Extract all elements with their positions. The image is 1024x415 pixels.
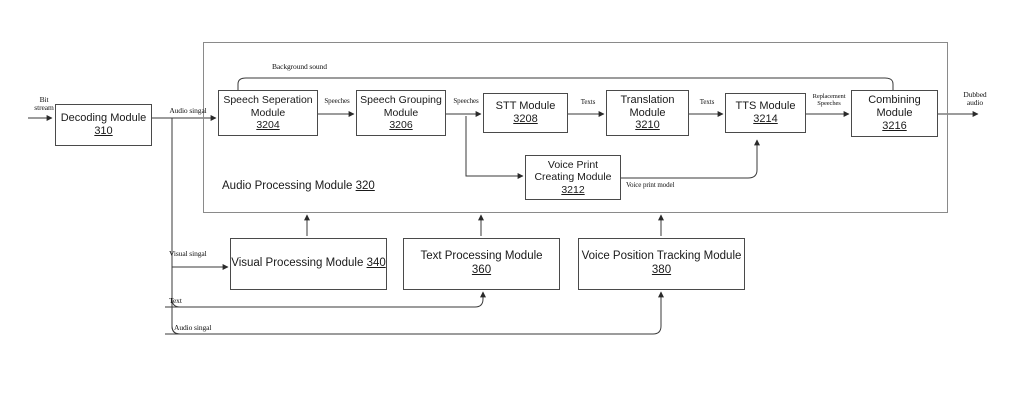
label-dubbed-audio-line-1: audio	[966, 98, 984, 108]
module-speech-grouping-line-1: Module	[383, 106, 419, 119]
module-decoding[interactable]: Decoding Module 310	[55, 104, 152, 146]
label-texts-2: Texts	[691, 98, 723, 107]
module-tts-line-0: TTS Module	[735, 100, 796, 113]
module-voice-position-tracking[interactable]: Voice Position Tracking Module 380	[578, 238, 745, 290]
module-voice-print-creating[interactable]: Voice Print Creating Module 3212	[525, 155, 621, 200]
module-stt[interactable]: STT Module 3208	[483, 93, 568, 133]
module-text-processing[interactable]: Text Processing Module 360	[403, 238, 560, 290]
module-text-processing-line-0: Text Processing Module	[420, 250, 543, 263]
module-speech-grouping-line-0: Speech Grouping	[360, 94, 442, 107]
wire-audio-bus-to-voice-position	[165, 291, 664, 335]
label-speeches-2: Speeches	[447, 97, 485, 106]
label-dubbed-audio-line-0: Dubbed	[963, 90, 987, 99]
module-visual-processing-line-0: Visual Processing Module	[231, 257, 367, 270]
label-audio-signal-in: Audio singal	[160, 106, 216, 115]
audio-processing-module-container	[203, 42, 948, 213]
module-voice-position-tracking-number: 380	[651, 264, 672, 276]
audio-processing-module-label: Audio Processing Module 320	[222, 180, 375, 192]
module-translation[interactable]: Translation Module 3210	[606, 90, 689, 136]
label-text-signal-line-0: Text	[169, 296, 182, 305]
container-label-text: Audio Processing Module	[222, 180, 356, 192]
module-decoding-line-0: Decoding Module	[60, 112, 147, 125]
label-bit-stream-line-0: Bit	[39, 95, 49, 104]
label-texts-1: Texts	[572, 98, 604, 107]
module-combining-line-0: Combining	[868, 94, 921, 107]
label-replacement-speeches-line-0: Replacement	[812, 93, 846, 100]
module-visual-processing-number: 340	[366, 257, 386, 270]
label-replacement-speeches: Replacement Speeches	[806, 93, 852, 107]
module-stt-number: 3208	[513, 113, 538, 125]
module-speech-separation-line-1: Module	[250, 106, 286, 119]
module-combining-line-1: Module	[876, 107, 913, 120]
module-visual-processing-row: Visual Processing Module 340	[231, 257, 386, 271]
module-combining[interactable]: Combining Module 3216	[851, 90, 938, 137]
label-texts-2-line-0: Texts	[699, 98, 715, 106]
label-background-sound: Background sound	[272, 62, 352, 71]
label-audio-signal-in-line-0: Audio singal	[169, 106, 207, 115]
label-dubbed-audio: Dubbed audio	[952, 90, 998, 108]
module-combining-number: 3216	[882, 119, 907, 132]
module-stt-line-0: STT Module	[495, 100, 556, 113]
module-speech-grouping-number: 3206	[389, 119, 413, 132]
label-voice-print-model: Voice print model	[626, 181, 710, 190]
wire-text-bus-to-text-processing	[165, 291, 486, 308]
module-voice-position-tracking-line-0: Voice Position Tracking Module	[581, 250, 742, 263]
label-audio-signal-bottom: Audio singal	[174, 323, 234, 332]
label-bit-stream-line-1: stream	[34, 103, 54, 113]
module-text-processing-number: 360	[471, 264, 492, 276]
label-speeches-1: Speeches	[318, 97, 356, 106]
module-translation-line-0: Translation	[620, 93, 675, 106]
module-tts[interactable]: TTS Module 3214	[725, 93, 806, 133]
module-translation-line-1: Module	[629, 106, 666, 119]
module-translation-number: 3210	[635, 119, 660, 132]
label-visual-signal: Visual singal	[169, 249, 229, 258]
module-voice-print-creating-line-1: Creating Module	[534, 171, 612, 184]
label-texts-1-line-0: Texts	[580, 98, 596, 106]
wire-left-bus-text-tap	[171, 118, 181, 308]
label-speeches-1-line-0: Speeches	[324, 97, 350, 105]
module-speech-separation-line-0: Speech Seperation	[223, 94, 313, 107]
label-background-sound-line-0: Background sound	[272, 62, 327, 71]
module-tts-number: 3214	[753, 113, 778, 125]
module-speech-separation[interactable]: Speech Seperation Module 3204	[218, 90, 318, 136]
container-label-number: 320	[355, 180, 375, 192]
label-replacement-speeches-line-1: Speeches	[817, 100, 841, 108]
module-voice-print-creating-number: 3212	[561, 183, 585, 196]
module-speech-separation-number: 3204	[256, 119, 280, 132]
label-bit-stream: Bit stream	[26, 95, 62, 113]
label-audio-signal-bottom-line-0: Audio singal	[174, 323, 212, 332]
label-speeches-2-line-0: Speeches	[453, 97, 479, 105]
module-visual-processing[interactable]: Visual Processing Module 340	[230, 238, 387, 290]
module-decoding-number: 310	[94, 125, 113, 137]
label-text-signal: Text	[169, 296, 209, 305]
module-speech-grouping[interactable]: Speech Grouping Module 3206	[356, 90, 446, 136]
label-voice-print-model-line-0: Voice print model	[626, 181, 675, 189]
label-visual-signal-line-0: Visual singal	[169, 249, 207, 258]
module-voice-print-creating-line-0: Voice Print	[547, 158, 599, 171]
